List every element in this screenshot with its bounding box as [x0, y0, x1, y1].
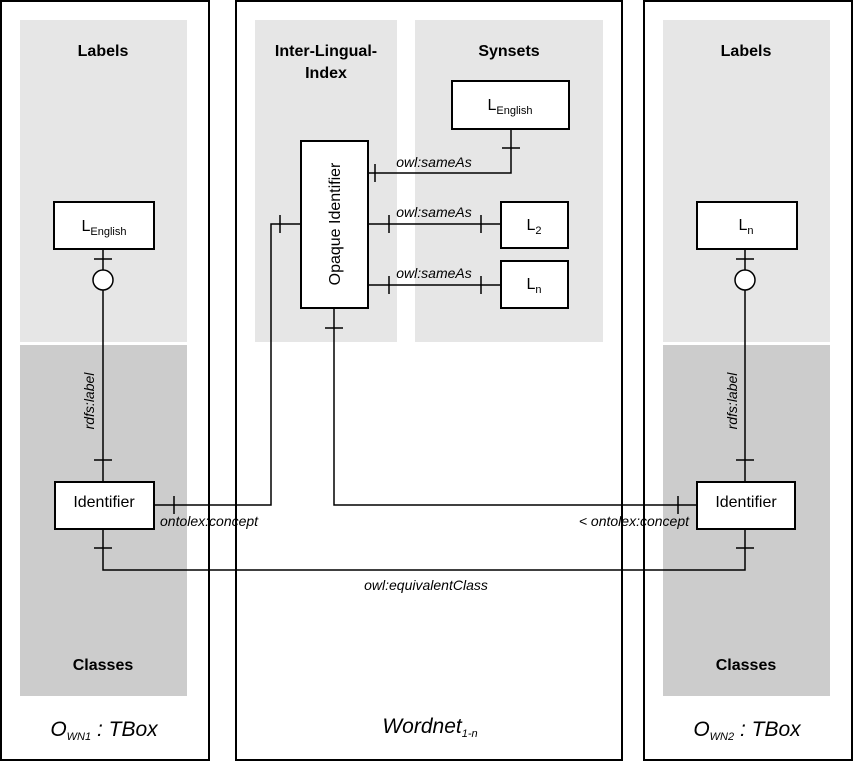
synset-ln-text: Ln [526, 276, 541, 296]
right-rdfs-label-edge [736, 250, 754, 482]
right-concept-edge [325, 309, 697, 514]
right-identifier-text: Identifier [715, 494, 777, 511]
synset-ln-box [500, 260, 569, 309]
right-label-text: Ln [738, 217, 753, 237]
synset-english-box [451, 80, 570, 130]
same-as-label-1: owl:sameAs [396, 154, 471, 170]
same-as-label-2: owl:sameAs [396, 204, 471, 220]
synset-l2-text: L2 [526, 217, 541, 237]
left-rdfs-label-edge [94, 250, 112, 482]
left-rdfs-label-text: rdfs:label [81, 372, 97, 430]
left-classes-header: Classes [73, 657, 134, 674]
same-as-edge-2 [369, 215, 501, 233]
synset-english-text: LEnglish [488, 97, 533, 117]
synset-l2-box [500, 201, 569, 249]
same-as-edge-3 [369, 276, 501, 294]
left-labels-header: Labels [78, 43, 129, 60]
concept-left-label: ontolex:concept [160, 513, 259, 529]
ili-header-line2: Index [305, 65, 347, 82]
same-as-label-3: owl:sameAs [396, 265, 471, 281]
left-identifier-box [54, 481, 155, 530]
opaque-identifier-text: Opaque Identifier [327, 162, 344, 285]
left-label-text: LEnglish [82, 218, 127, 238]
left-optional-circle [92, 269, 114, 291]
left-panel-title: OWN1 : TBox [50, 718, 159, 743]
synsets-header: Synsets [478, 43, 539, 60]
center-panel-title: Wordnet1-n [382, 715, 477, 740]
right-label-box [696, 201, 798, 250]
right-rdfs-label-text: rdfs:label [724, 372, 740, 430]
ili-header-line1: Inter-Lingual- [275, 43, 377, 60]
left-label-box [53, 201, 155, 250]
right-labels-header: Labels [721, 43, 772, 60]
right-optional-circle [734, 269, 756, 291]
equivalent-class-edge [94, 529, 754, 571]
equivalent-class-label: owl:equivalentClass [364, 577, 488, 593]
right-classes-header: Classes [716, 657, 777, 674]
right-labels-region [663, 20, 830, 342]
right-panel-title: OWN2 : TBox [693, 718, 802, 743]
right-identifier-box [696, 481, 796, 530]
concept-right-label: < ontolex:concept [579, 513, 690, 529]
left-concept-edge [155, 215, 301, 514]
opaque-identifier-box [300, 140, 369, 309]
same-as-edge-1 [369, 129, 520, 182]
left-identifier-text: Identifier [73, 494, 135, 511]
